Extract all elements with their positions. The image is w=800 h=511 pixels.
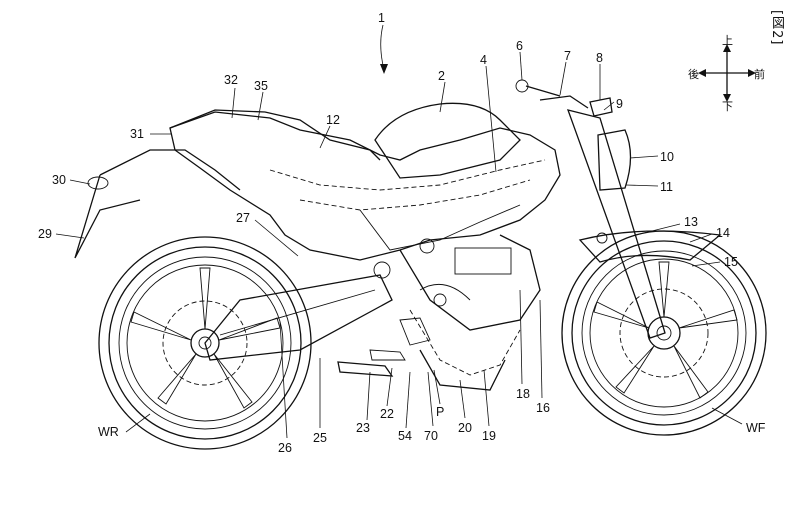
ref-7: 7	[564, 49, 571, 63]
front-wheel	[561, 230, 767, 436]
ref-WF: WF	[746, 421, 766, 435]
ref-31: 31	[130, 127, 144, 141]
swing-arm	[204, 274, 393, 361]
ref-6: 6	[516, 39, 523, 53]
ref-4: 4	[480, 53, 487, 67]
ref-30: 30	[52, 173, 66, 187]
ref-19: 19	[482, 429, 496, 443]
ref-2: 2	[438, 69, 445, 83]
direction-rear-label: 後	[688, 68, 699, 81]
ref-8: 8	[596, 51, 603, 65]
ref-23: 23	[356, 421, 370, 435]
ref-70: 70	[424, 429, 438, 443]
seat-tail	[74, 109, 381, 259]
direction-compass	[698, 44, 756, 102]
ref-20: 20	[458, 421, 472, 435]
ref-11: 11	[660, 180, 673, 194]
ref-27: 27	[236, 211, 250, 225]
figure-title: [図2]	[769, 10, 784, 46]
ref-1: 1	[378, 11, 385, 25]
ref-54: 54	[398, 429, 412, 443]
ref-13: 13	[684, 215, 698, 229]
ref-32: 32	[224, 73, 238, 87]
ref-15: 15	[724, 255, 738, 269]
ref-12: 12	[326, 113, 340, 127]
front-fork-steering	[515, 79, 722, 339]
ref-26: 26	[278, 441, 292, 455]
ref-22: 22	[380, 407, 394, 421]
ref-10: 10	[660, 150, 674, 164]
ref-25: 25	[313, 431, 327, 445]
ref-16: 16	[536, 401, 550, 415]
stand-pedal	[337, 317, 431, 377]
direction-down-label: 下	[722, 100, 733, 113]
ref-35: 35	[254, 79, 268, 93]
ref-WR: WR	[98, 425, 119, 439]
direction-up-label: 上	[722, 34, 733, 47]
ref-18: 18	[516, 387, 530, 401]
frame-body	[169, 102, 561, 391]
direction-front-label: 前	[754, 68, 765, 81]
ref-P: P	[436, 405, 444, 419]
ref-14: 14	[716, 226, 730, 240]
leader-lines	[55, 51, 743, 439]
rear-wheel	[98, 236, 312, 450]
reference-numerals: 1 2 4 6 7 8 9 10 11 12 13 14 15 16 18 19…	[38, 11, 766, 455]
ref-9: 9	[616, 97, 623, 111]
ref-29: 29	[38, 227, 52, 241]
